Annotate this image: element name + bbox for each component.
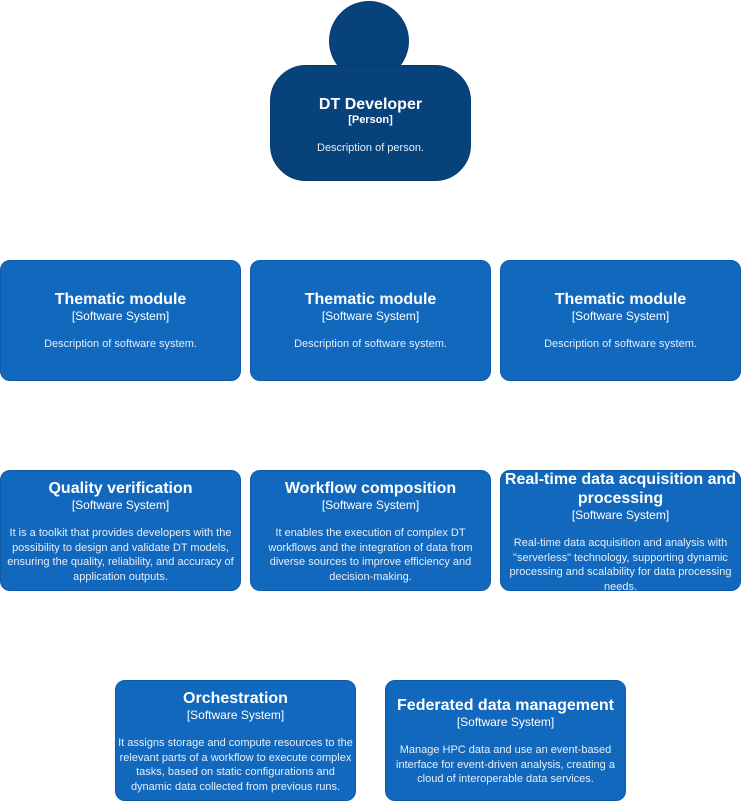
system-type: [Software System] bbox=[321, 498, 420, 512]
system-type: [Software System] bbox=[571, 309, 670, 323]
thematic-module-2[interactable]: Thematic module [Software System] Descri… bbox=[250, 260, 491, 381]
system-description: Description of software system. bbox=[294, 338, 447, 350]
system-description: It assigns storage and compute resources… bbox=[118, 737, 353, 793]
system-description: It is a toolkit that provides developers… bbox=[7, 527, 234, 583]
system-name: Workflow composition bbox=[284, 480, 457, 497]
system-description: It enables the execution of complex DT w… bbox=[268, 527, 473, 583]
system-type: [Software System] bbox=[186, 708, 285, 722]
system-type: [Software System] bbox=[456, 715, 555, 729]
person-type: [Person] bbox=[348, 114, 393, 126]
thematic-module-1[interactable]: Thematic module [Software System] Descri… bbox=[0, 260, 241, 381]
system-workflow-composition[interactable]: Workflow composition [Software System] I… bbox=[250, 470, 491, 591]
system-type: [Software System] bbox=[71, 309, 170, 323]
person-dt-developer[interactable]: DT Developer [Person] Description of per… bbox=[270, 65, 471, 181]
person-name: DT Developer bbox=[318, 96, 423, 113]
system-quality-verification[interactable]: Quality verification [Software System] I… bbox=[0, 470, 241, 591]
system-federated-data-management[interactable]: Federated data management [Software Syst… bbox=[385, 680, 626, 801]
system-name: Thematic module bbox=[54, 291, 187, 308]
thematic-module-3[interactable]: Thematic module [Software System] Descri… bbox=[500, 260, 741, 381]
system-name: Real-time data acquisition and processin… bbox=[504, 471, 737, 507]
system-description: Description of software system. bbox=[544, 338, 697, 350]
system-description: Description of software system. bbox=[44, 338, 197, 350]
system-type: [Software System] bbox=[321, 309, 420, 323]
system-name: Thematic module bbox=[554, 291, 687, 308]
person-description: Description of person. bbox=[317, 142, 424, 154]
system-name: Federated data management bbox=[397, 697, 614, 714]
system-name: Orchestration bbox=[183, 690, 288, 707]
system-real-time-data-acquisition[interactable]: Real-time data acquisition and processin… bbox=[500, 470, 741, 591]
system-orchestration[interactable]: Orchestration [Software System] It assig… bbox=[115, 680, 356, 801]
system-name: Thematic module bbox=[304, 291, 437, 308]
system-description: Manage HPC data and use an event-based i… bbox=[396, 744, 615, 785]
system-description: Real-time data acquisition and analysis … bbox=[509, 537, 732, 591]
system-type: [Software System] bbox=[71, 498, 170, 512]
system-name: Quality verification bbox=[48, 480, 193, 497]
system-type: [Software System] bbox=[571, 508, 670, 522]
